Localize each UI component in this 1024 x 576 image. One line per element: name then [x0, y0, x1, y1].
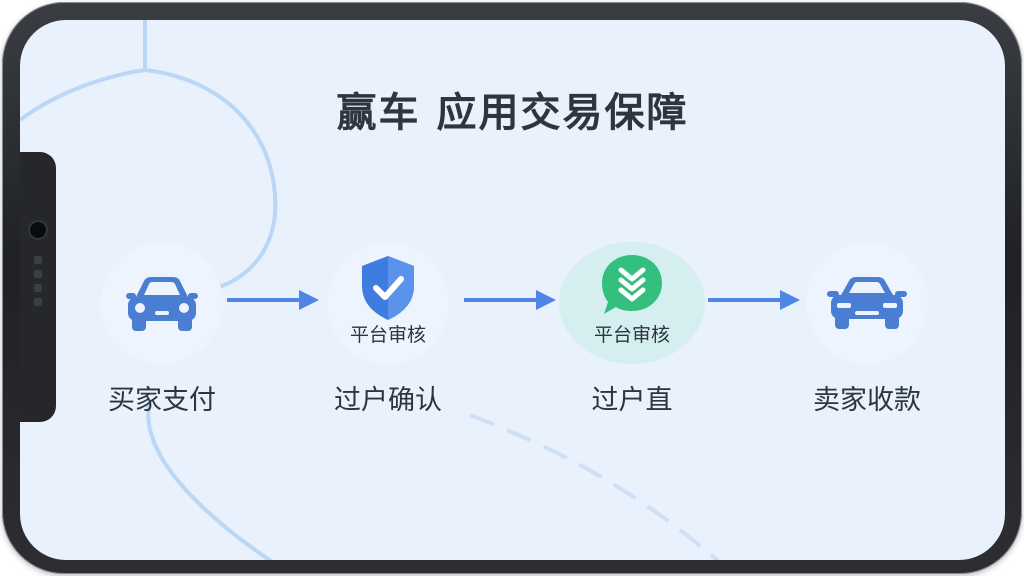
step-label: 卖家收款	[813, 385, 921, 416]
step-label: 过户直	[591, 385, 673, 416]
page-title: 赢车 应用交易保障	[336, 90, 689, 136]
step-label: 买家支付	[108, 385, 216, 416]
step-icon-circle: 平台审核	[559, 242, 705, 364]
step-transfer-direct: 平台审核 过户直	[557, 242, 707, 417]
car-icon	[126, 277, 198, 331]
step-buyer-payment: 买家支付	[87, 242, 237, 417]
step-sub-label: 平台审核	[349, 324, 426, 346]
arrow-right-icon	[464, 290, 556, 310]
sensor-dot	[34, 256, 42, 264]
step-icon-circle: 平台审核	[327, 242, 449, 364]
chat-chevrons-icon	[602, 255, 662, 314]
arrow-right-icon	[708, 290, 800, 310]
shield-check-icon	[362, 256, 414, 320]
step-seller-receipt: 卖家收款	[792, 242, 942, 417]
step-icon-circle	[806, 242, 928, 364]
arrow-right-icon	[227, 290, 319, 310]
sensor-dot	[34, 270, 42, 278]
sensor-dot	[34, 298, 42, 306]
sensor-dot	[34, 284, 42, 292]
step-sub-label: 平台审核	[593, 324, 670, 346]
step-icon-circle	[101, 242, 223, 364]
step-label: 过户确认	[334, 385, 442, 416]
front-camera-icon	[30, 222, 46, 238]
camera-notch	[20, 152, 56, 422]
background-decoration	[20, 20, 721, 560]
phone-screen: 赢车 应用交易保障 买家支付	[20, 20, 1005, 560]
car-icon	[827, 277, 907, 329]
step-transfer-confirm: 平台审核 过户确认	[313, 242, 463, 417]
